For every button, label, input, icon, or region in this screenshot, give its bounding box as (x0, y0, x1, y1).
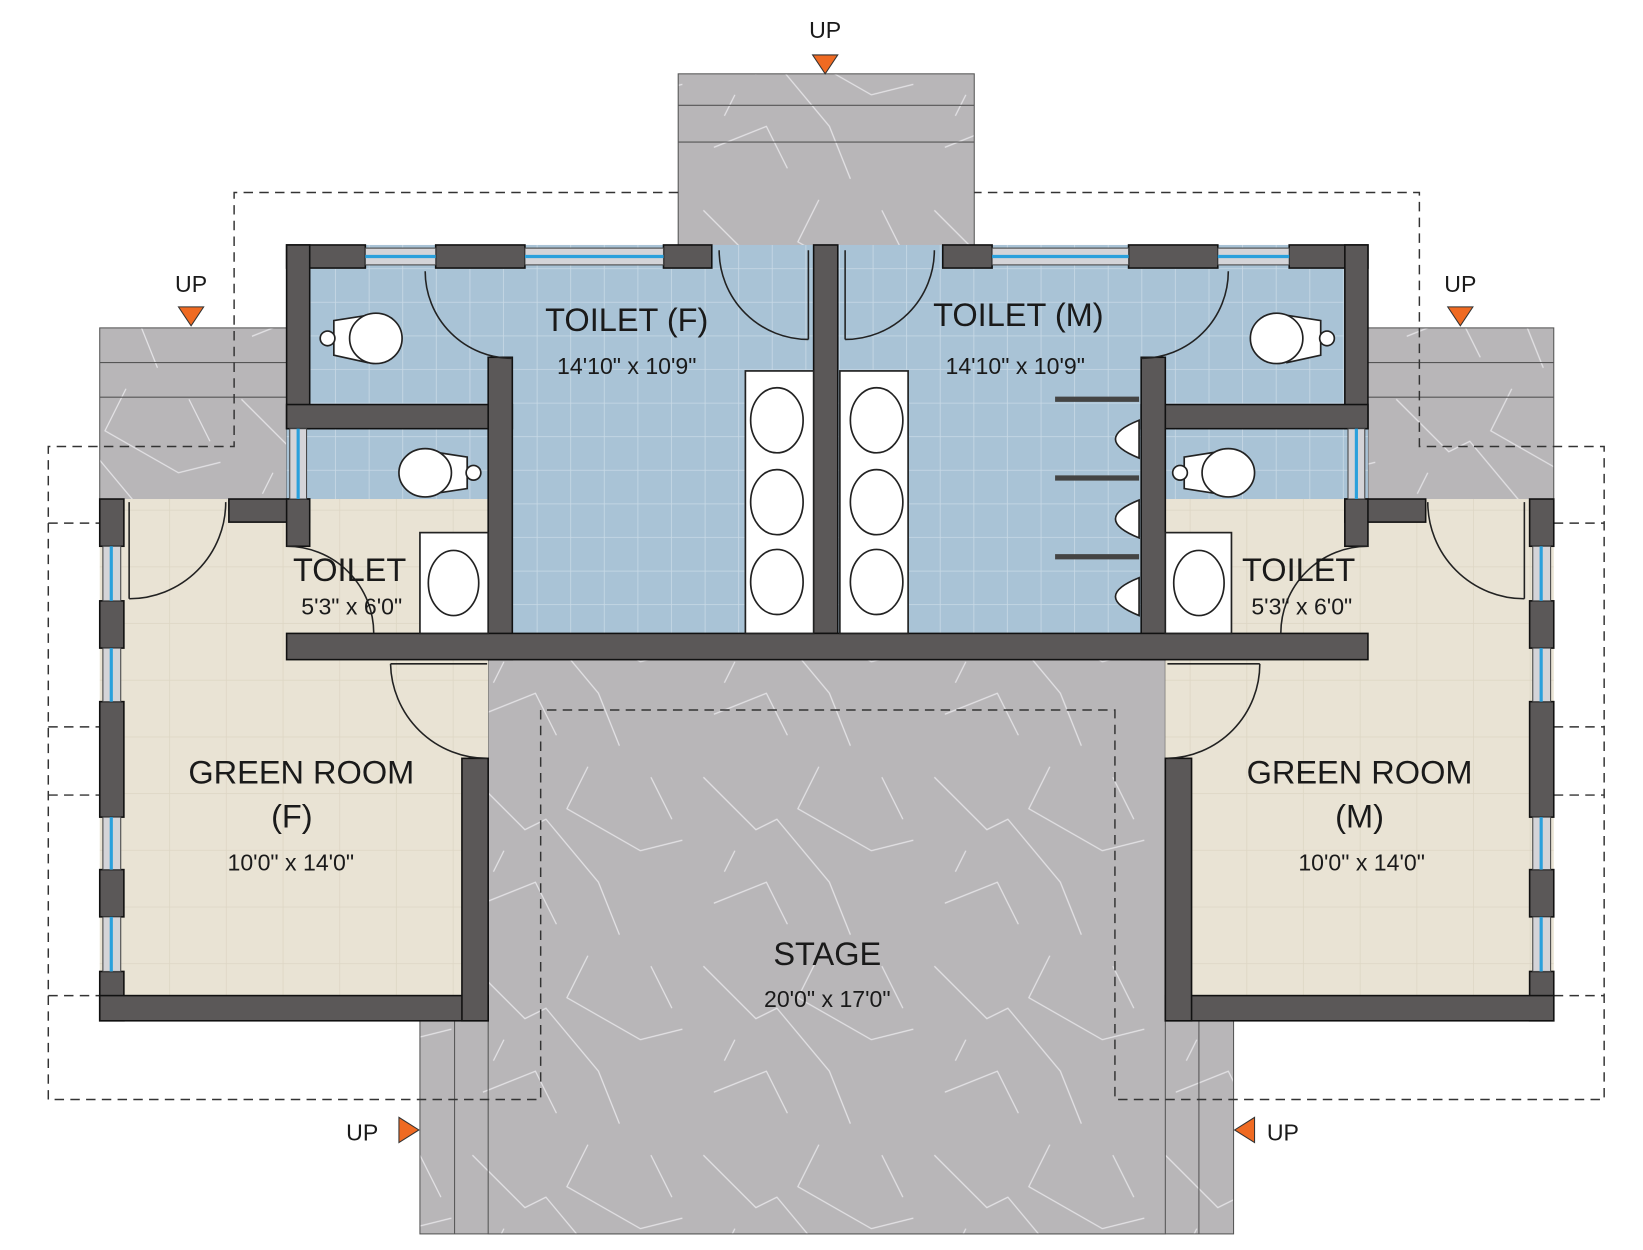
sink-icon (749, 386, 804, 616)
sink-icon (1172, 549, 1225, 617)
room-size-toilet-m: 14'10" x 10'9" (945, 353, 1084, 379)
stair-arrow-left-icon (1233, 1116, 1256, 1144)
doors[interactable] (128, 250, 1526, 760)
stairs-right (1367, 327, 1555, 502)
door-green-room-f-top[interactable] (128, 502, 227, 600)
door-small-toilet-m-2[interactable] (1280, 545, 1368, 634)
stair-up-label-right: UP (1444, 271, 1476, 297)
door-green-room-f-stage[interactable] (389, 663, 488, 760)
wc-icon (319, 312, 403, 365)
door-small-toilet-f-1[interactable] (424, 271, 513, 360)
room-size-toilet-f: 14'10" x 10'9" (557, 353, 696, 379)
fixtures (319, 312, 1336, 635)
room-name-green-room-f: GREEN ROOM (188, 755, 414, 791)
stair-up-label-bottom-left: UP (346, 1119, 378, 1145)
stage-floor (487, 659, 1166, 1235)
windows (102, 247, 1552, 972)
room-name-toilet-small-left: TOILET (293, 552, 406, 588)
room-size-toilet-small-right: 5'3" x 6'0" (1251, 594, 1352, 620)
door-toilet-f[interactable] (718, 250, 810, 341)
walls (98, 244, 1555, 1022)
stair-arrow-down-icon (1446, 306, 1474, 327)
stair-up-label-left: UP (175, 271, 207, 297)
room-suffix-green-room-f: (F) (271, 799, 313, 835)
room-size-stage: 20'0" x 17'0" (764, 986, 891, 1012)
stair-arrow-right-icon (398, 1116, 420, 1144)
urinal-icon (1114, 419, 1140, 617)
wc-icon (398, 447, 482, 498)
room-name-toilet-small-right: TOILET (1242, 552, 1355, 588)
door-small-toilet-f-2[interactable] (286, 545, 375, 634)
dashed-outline (47, 191, 1605, 1101)
wc-icon (1171, 447, 1256, 498)
room-name-toilet-m: TOILET (M) (933, 297, 1104, 333)
door-toilet-m[interactable] (844, 250, 936, 341)
room-size-toilet-small-left: 5'3" x 6'0" (301, 594, 402, 620)
room-suffix-green-room-m: (M) (1335, 799, 1384, 835)
sink-icon (849, 386, 904, 616)
room-name-toilet-f: TOILET (F) (545, 302, 708, 338)
room-size-green-room-m: 10'0" x 14'0" (1298, 850, 1425, 876)
wc-icon (1249, 312, 1336, 365)
room-name-green-room-m: GREEN ROOM (1247, 755, 1473, 791)
stair-arrow-down-icon (177, 306, 205, 327)
door-green-room-m-stage[interactable] (1167, 663, 1261, 760)
stair-arrow-down-icon (811, 54, 839, 75)
sink-icon (427, 549, 480, 617)
room-name-stage: STAGE (773, 936, 881, 972)
stairs-left (99, 327, 288, 502)
stair-up-label-bottom-right: UP (1267, 1119, 1299, 1145)
door-green-room-m-top[interactable] (1426, 502, 1526, 600)
room-size-green-room-f: 10'0" x 14'0" (228, 850, 355, 876)
stairs-top (677, 73, 975, 248)
stair-up-label-top: UP (809, 17, 841, 43)
door-small-toilet-m-1[interactable] (1141, 271, 1230, 360)
